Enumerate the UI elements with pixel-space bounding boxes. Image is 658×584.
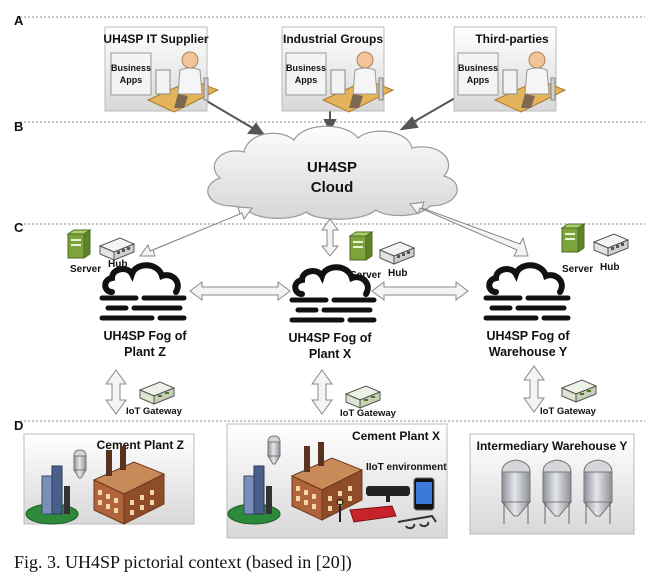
fog-subtitle: Warehouse Y (489, 345, 568, 359)
double-arrow-warehouse-y-site (523, 365, 545, 413)
fog-subtitle: Plant Z (124, 345, 166, 359)
fog-node-warehouse-y: Server Hub UH4SP Fog of Warehouse Y (486, 223, 629, 359)
server-icon (561, 223, 585, 253)
fog-title: UH4SP Fog of (103, 329, 187, 343)
iot-gateway-plant-x: IoT Gateway (340, 385, 397, 419)
hub-label: Hub (108, 259, 127, 270)
gateway-label: IoT Gateway (540, 406, 597, 417)
rfid-reader-icon (349, 505, 397, 523)
double-arrow-plant-x-warehouse-y (371, 281, 469, 301)
fog-fog-arrows (189, 281, 469, 301)
business-apps-label: Business (111, 63, 151, 73)
smart-glasses-icon (397, 514, 437, 530)
stakeholder-title: Industrial Groups (283, 32, 383, 46)
hub-icon (379, 241, 415, 265)
silo-icon (267, 435, 281, 465)
business-apps-label: Apps (120, 75, 143, 85)
kinect-sensor-icon (366, 486, 410, 496)
iiot-label: IIoT environment (366, 462, 447, 473)
gateway-label: IoT Gateway (340, 408, 397, 419)
stakeholder-title: UH4SP IT Supplier (103, 32, 208, 46)
layer-labels: A B C D (14, 13, 24, 433)
hub-label: Hub (600, 262, 619, 273)
layer-label-a: A (14, 13, 24, 28)
stakeholder-arrows (204, 97, 456, 136)
double-arrow-plant-z-plant-x (189, 281, 291, 301)
server-label: Server (70, 264, 101, 275)
stakeholder-box-it-supplier: UH4SP IT Supplier Business Apps (103, 26, 219, 113)
double-arrow-cloud-warehouse-y (409, 201, 529, 257)
site-title: Cement Plant Z (97, 438, 184, 452)
server-icon (349, 231, 373, 261)
layer-label-c: C (14, 220, 24, 235)
business-apps-panel (110, 52, 152, 96)
smartphone-screen (416, 482, 432, 504)
business-apps-panel (457, 52, 499, 96)
gateway-label: IoT Gateway (126, 406, 183, 417)
cloud-subtitle: Cloud (311, 179, 354, 196)
server-icon (67, 229, 91, 259)
arrow-third-cloud (409, 97, 456, 125)
layer-label-d: D (14, 418, 23, 433)
cloud-fog-arrows (139, 201, 529, 257)
double-arrow-plant-z-site (105, 369, 127, 415)
fog-title: UH4SP Fog of (486, 329, 570, 343)
fog-site-arrows (105, 365, 545, 415)
business-apps-panel (285, 52, 327, 96)
stakeholder-box-third-parties: Third-parties Business Apps (453, 26, 566, 113)
site-cement-plant-x: Cement Plant X IIoT environment (226, 423, 448, 539)
fog-title: UH4SP Fog of (288, 331, 372, 345)
fog-node-plant-z: Server Hub UH4SP Fog of Plant Z (67, 229, 187, 359)
server-label: Server (350, 270, 381, 281)
antenna-tip (336, 498, 344, 506)
site-cement-plant-z: Cement Plant Z (23, 433, 195, 525)
site-warehouse-y: Intermediary Warehouse Y (469, 433, 635, 535)
cloud-title: UH4SP (307, 159, 357, 176)
business-apps-label: Apps (295, 75, 318, 85)
figure-caption: Fig. 3. UH4SP pictorial context (based i… (14, 552, 352, 572)
iot-gateway-warehouse-y: IoT Gateway (540, 379, 597, 417)
uh4sp-cloud: UH4SP Cloud (207, 125, 458, 220)
iot-gateway-plant-z: IoT Gateway (126, 381, 183, 417)
site-title: Intermediary Warehouse Y (477, 439, 628, 453)
hub-icon (99, 237, 135, 261)
arrow-supplier-cloud (204, 99, 257, 131)
double-arrow-plant-x-site (311, 369, 333, 415)
business-apps-label: Business (286, 63, 326, 73)
stakeholder-box-industrial-groups: Industrial Groups Business Apps (281, 26, 394, 113)
arrow-head (247, 122, 266, 136)
business-apps-label: Business (458, 63, 498, 73)
fog-subtitle: Plant X (309, 347, 352, 361)
business-apps-label: Apps (467, 75, 490, 85)
arrow-head (323, 119, 337, 133)
site-title: Cement Plant X (352, 429, 440, 443)
arrow-head (399, 116, 419, 131)
gateway-icon (561, 379, 597, 403)
kinect-stand (386, 496, 390, 502)
cloud-shape (207, 125, 458, 220)
fog-node-plant-x: Server Hub UH4SP Fog of Plant X (288, 231, 415, 361)
fog-icon (102, 265, 184, 318)
hub-icon (593, 233, 629, 257)
fog-icon (292, 267, 374, 320)
fog-icon (486, 265, 568, 318)
hub-label: Hub (388, 268, 407, 279)
double-arrow-cloud-plant-z (139, 206, 253, 257)
layer-label-b: B (14, 119, 23, 134)
server-label: Server (562, 264, 593, 275)
gateway-icon (139, 381, 175, 405)
double-arrow-cloud-plant-x (320, 218, 340, 257)
gateway-icon (345, 385, 381, 409)
stakeholder-title: Third-parties (475, 32, 549, 46)
silo-icon (73, 449, 87, 479)
